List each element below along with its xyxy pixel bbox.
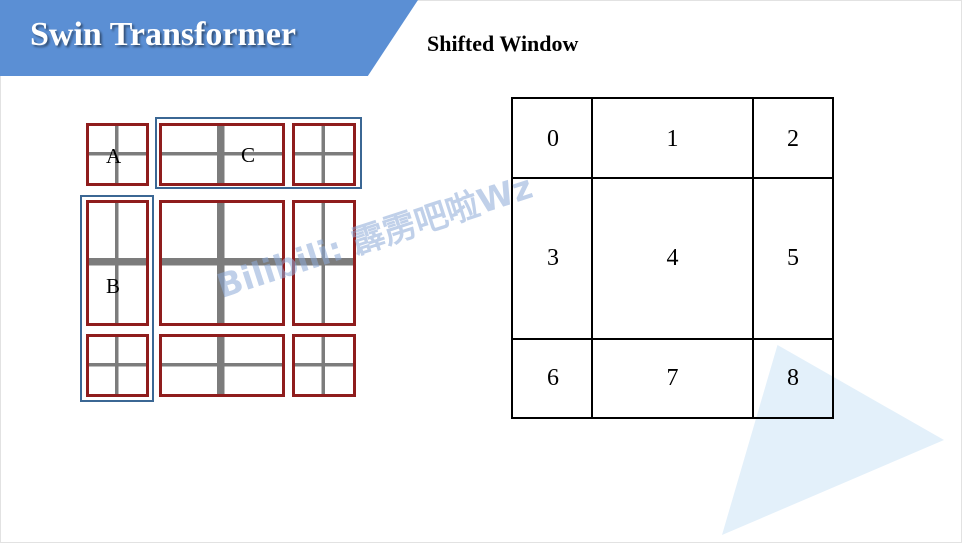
window-index-grid: 0 1 2 3 4 5 6 7 8 bbox=[511, 97, 834, 419]
region-label-b: B bbox=[106, 274, 121, 298]
slide-subtitle: Shifted Window bbox=[427, 31, 579, 56]
grid-cell-1: 1 bbox=[666, 125, 679, 152]
grid-cell-4: 4 bbox=[666, 245, 679, 271]
grid-cell-8: 8 bbox=[787, 365, 799, 391]
slide-title: Swin Transformer bbox=[30, 16, 297, 53]
window-cell-a bbox=[86, 123, 149, 186]
window-image-a bbox=[89, 126, 146, 183]
region-label-a: A bbox=[106, 144, 122, 168]
region-label-c: C bbox=[241, 143, 256, 167]
window-image-c-right bbox=[295, 126, 353, 183]
window-cell-c-left bbox=[159, 123, 285, 186]
grid-cell-0: 0 bbox=[547, 125, 559, 152]
grid-cell-6: 6 bbox=[547, 365, 559, 391]
group-box-c bbox=[155, 117, 362, 189]
grid-divider-v1 bbox=[591, 99, 593, 417]
grid-cell-7: 7 bbox=[666, 365, 679, 391]
group-box-b bbox=[80, 195, 154, 402]
grid-cell-3: 3 bbox=[547, 245, 559, 271]
shifted-window-image-diagram: A C B bbox=[0, 0, 400, 420]
grid-cell-2: 2 bbox=[787, 125, 799, 152]
window-cell-b-top bbox=[86, 200, 149, 326]
window-cell-b-bottom bbox=[86, 334, 149, 397]
window-cell-bottom-middle bbox=[159, 334, 285, 397]
window-image-bottom-right bbox=[295, 337, 353, 394]
window-image-right-middle bbox=[295, 203, 353, 323]
grid-divider-v2 bbox=[752, 99, 754, 417]
window-image-bottom-middle bbox=[162, 337, 282, 394]
window-cell-center bbox=[159, 200, 285, 326]
window-cell-right-middle bbox=[292, 200, 356, 326]
grid-divider-h1 bbox=[513, 177, 832, 179]
title-banner bbox=[0, 0, 418, 76]
window-image-center bbox=[162, 203, 282, 323]
window-image-c-left bbox=[162, 126, 282, 183]
grid-divider-h2 bbox=[513, 338, 832, 340]
window-cell-bottom-right bbox=[292, 334, 356, 397]
window-cell-c-right bbox=[292, 123, 356, 186]
window-image-b-bottom bbox=[89, 337, 146, 394]
window-image-b-top bbox=[89, 203, 146, 323]
grid-cell-5: 5 bbox=[787, 245, 799, 271]
